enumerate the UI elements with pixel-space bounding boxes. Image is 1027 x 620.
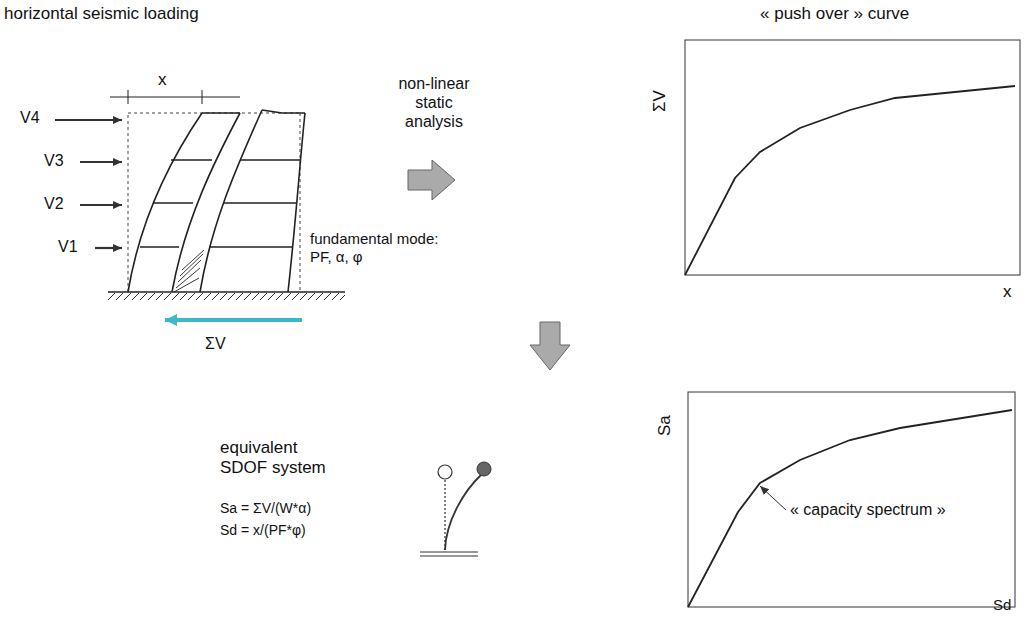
force-label: V2 (44, 194, 64, 213)
formula-label: Sd = x/(PF*φ) (220, 522, 306, 539)
axis-label: ΣV (650, 90, 670, 112)
title-label: « push over » curve (760, 4, 909, 24)
mode-note: fundamental mode: PF, α, φ (310, 230, 460, 266)
force-arrows (55, 120, 122, 248)
deformed-building (128, 110, 305, 292)
process-label: non-linear static analysis (388, 74, 480, 132)
sdof-label: equivalent SDOF system (220, 438, 340, 479)
force-label: V1 (58, 237, 78, 256)
ground (108, 292, 345, 300)
displacement-dimension (110, 90, 240, 104)
title-label: horizontal seismic loading (4, 4, 199, 24)
capacity-chart (688, 392, 1015, 607)
force-label: ΣV (205, 334, 226, 353)
callout-label: « capacity spectrum » (788, 500, 948, 519)
block-arrow-down (530, 322, 570, 370)
undeformed-outline (128, 113, 300, 292)
base-shear-arrow (165, 318, 302, 322)
axis-label: Sd (993, 596, 1011, 614)
sdof-icon (420, 462, 491, 556)
pushover-chart (685, 40, 1020, 275)
axis-label: x (1003, 282, 1012, 302)
axis-label: Sa (655, 415, 675, 436)
force-label: V4 (20, 108, 40, 127)
dimension-label: x (158, 70, 167, 90)
formula-label: Sa = ΣV/(W*α) (220, 500, 311, 517)
force-label: V3 (44, 151, 64, 170)
block-arrow-right (408, 160, 455, 200)
